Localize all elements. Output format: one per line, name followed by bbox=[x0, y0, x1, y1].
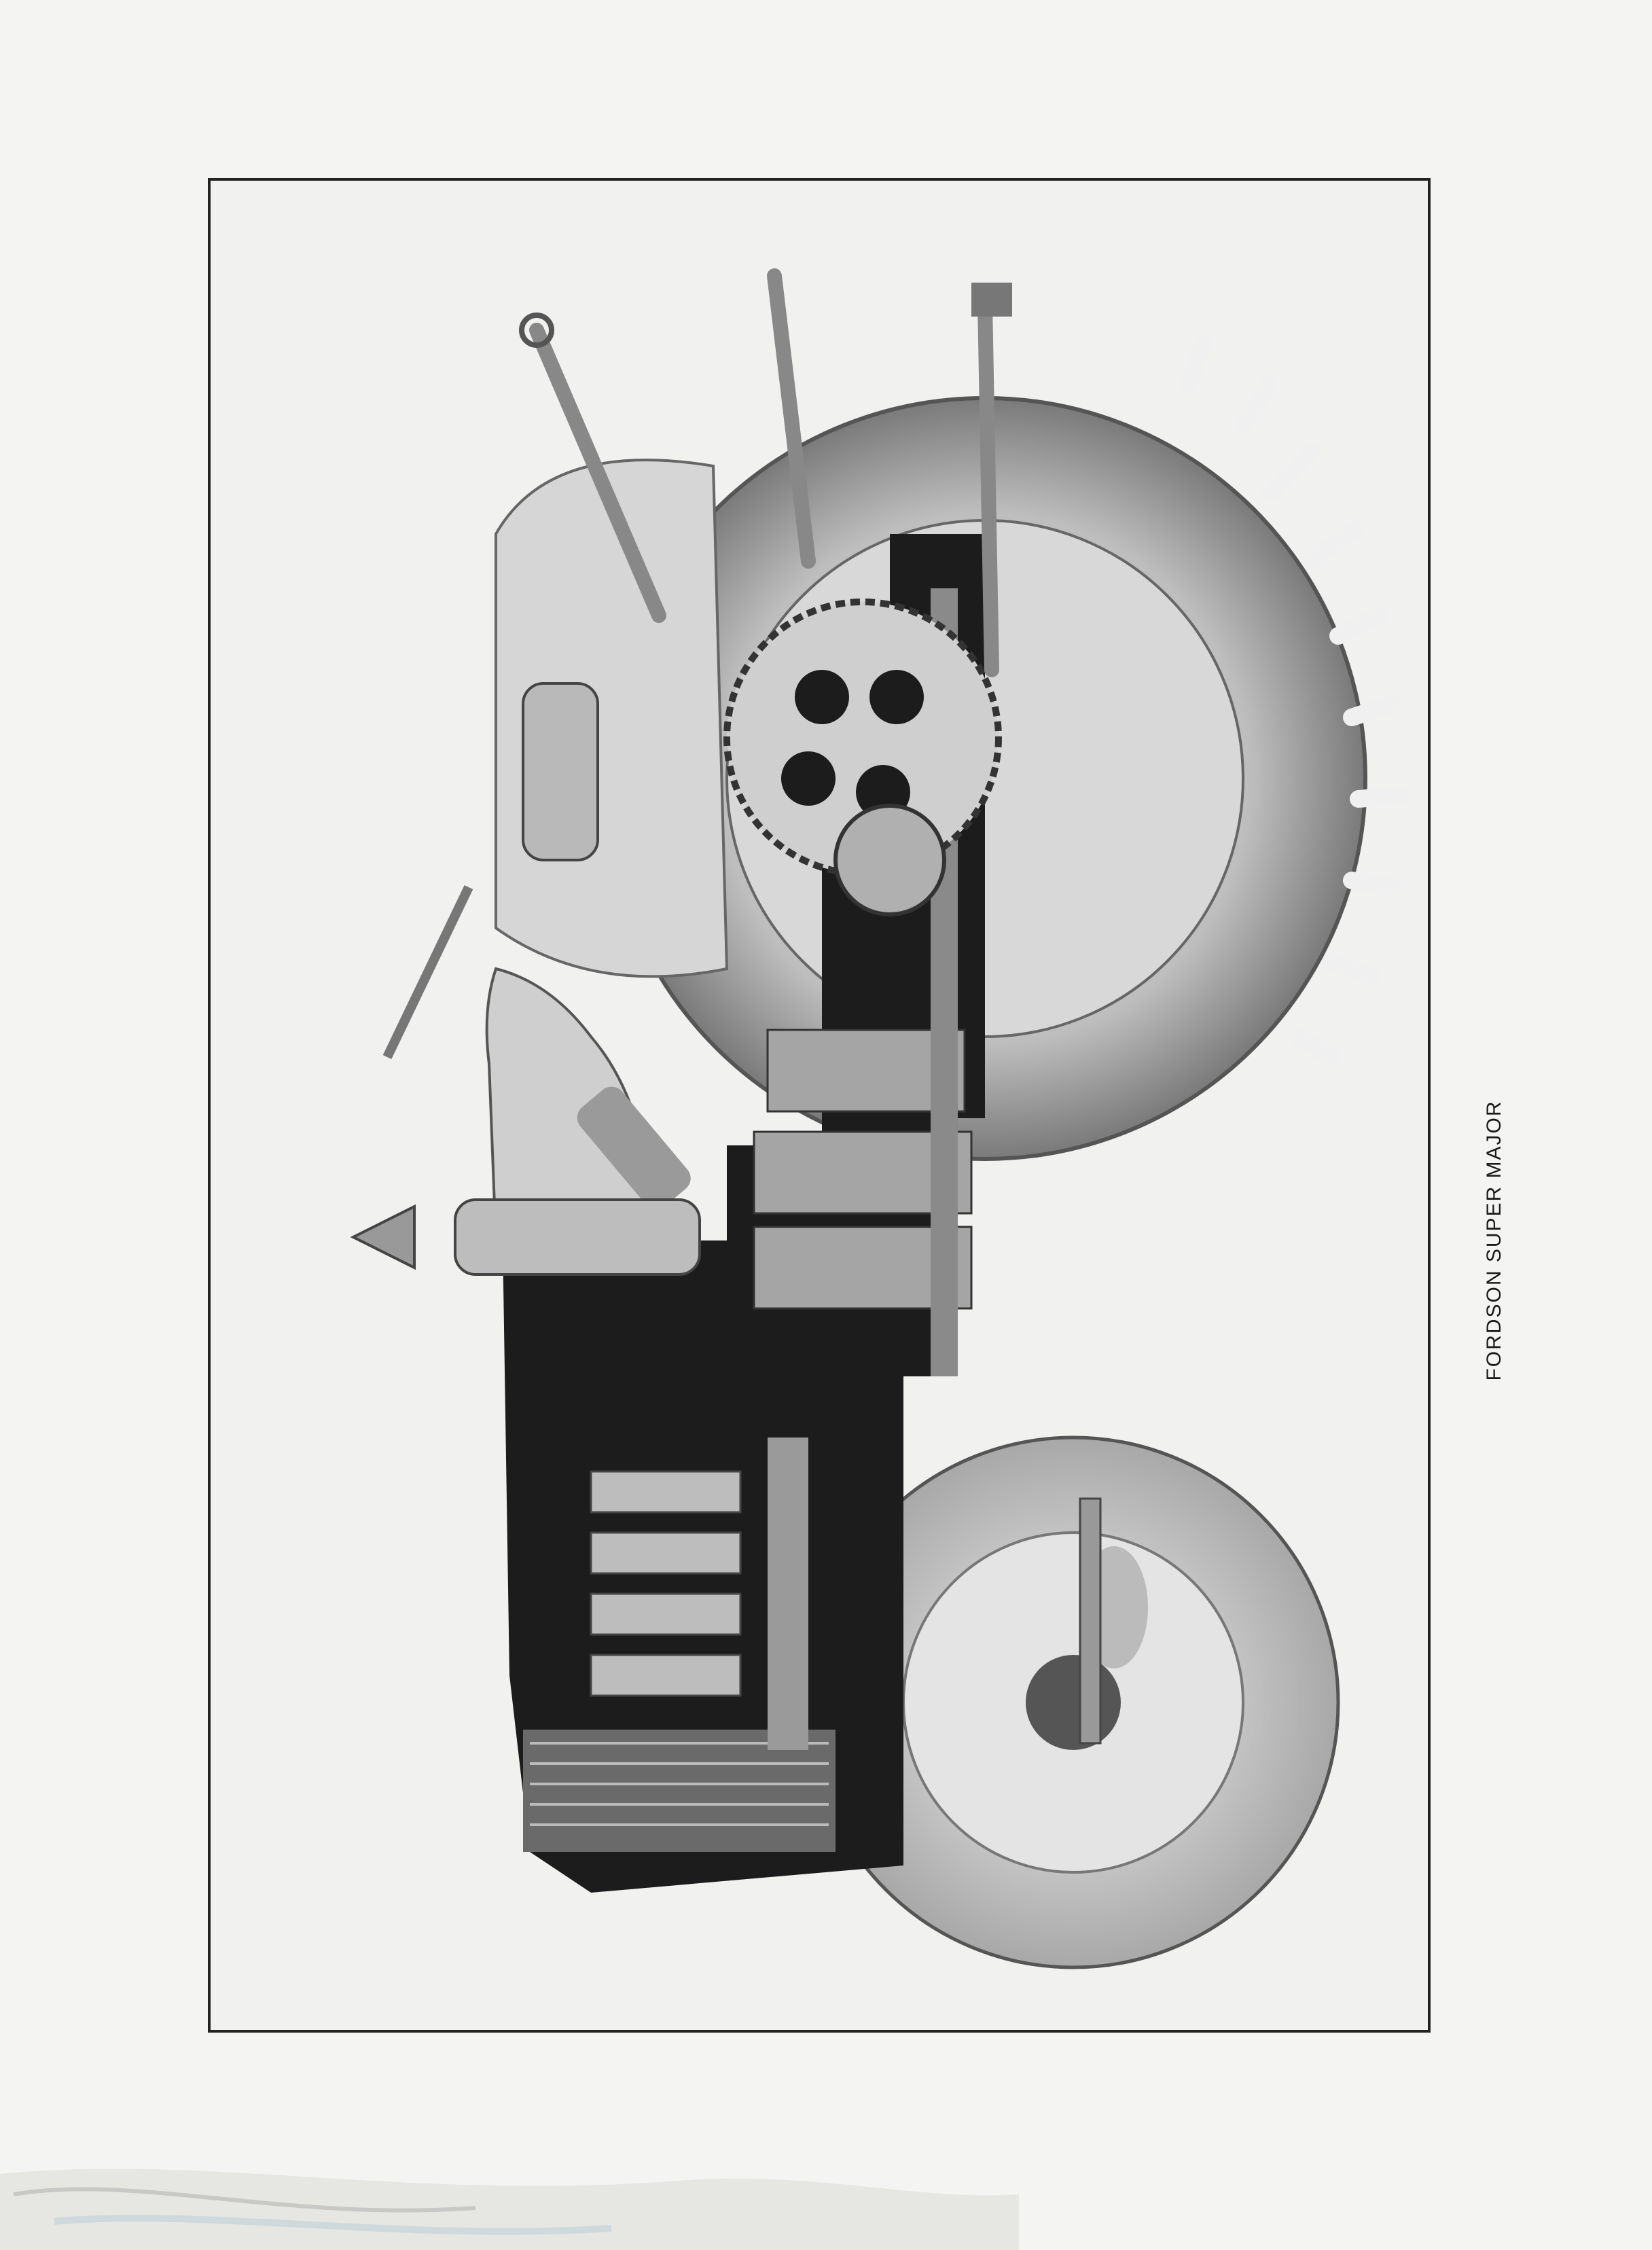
steering-lever bbox=[382, 885, 473, 1060]
air-cleaner bbox=[350, 1198, 701, 1276]
three-point-linkage bbox=[529, 268, 999, 677]
caption: FORDSON SUPER MAJOR bbox=[1483, 1100, 1505, 1381]
front-axle-stem bbox=[1079, 1497, 1102, 1745]
fuel-tank bbox=[485, 967, 691, 1242]
tractor-cutaway-illustration bbox=[350, 268, 1408, 1969]
paper-crease-marks bbox=[0, 2168, 1019, 2250]
rear-wheel bbox=[603, 335, 1408, 1161]
crown-gear bbox=[723, 599, 1002, 916]
seat bbox=[522, 682, 599, 861]
illustration-frame bbox=[208, 178, 1431, 2033]
tread-lugs bbox=[1180, 335, 1408, 1066]
